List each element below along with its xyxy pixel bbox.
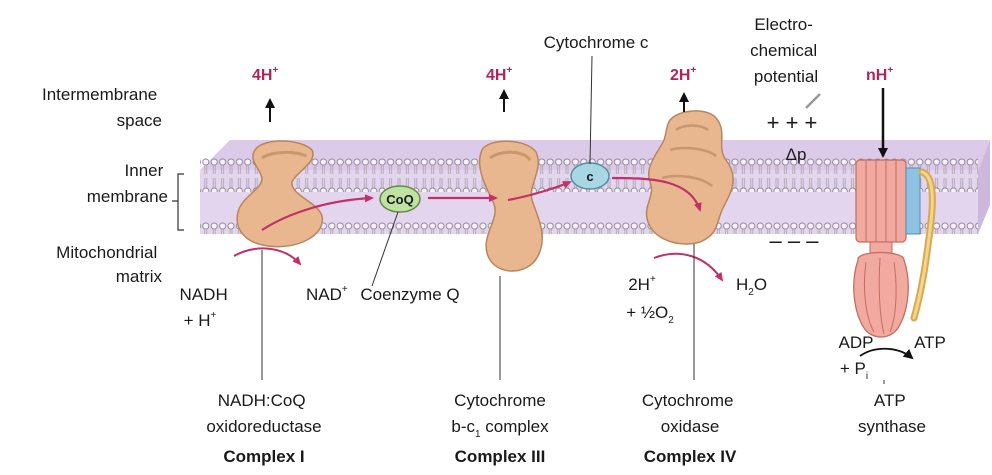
delta-p-label: Δp [786,145,807,164]
electron-arrow-c3-to-cytc [507,180,572,202]
adp-label: ADP [839,333,874,352]
coenzyme-q-leader [371,211,399,287]
cytochrome-c-leader [589,55,593,165]
complex-iv-protein [645,110,734,245]
oxygen-label: + ½O2 [626,303,674,326]
phosphate-label: + Pi [840,359,868,382]
atp-formation-arrow [859,347,914,360]
complex-iii-name: Cytochrome [454,391,546,410]
complex-i-protein [236,140,323,248]
complex-iii-label: Complex III [455,447,546,466]
atp-synthase-protein [853,159,936,338]
membrane-right-edge [978,140,990,234]
cytochrome-c-carrier: c [570,162,610,190]
cytc-label: c [586,169,593,184]
synthase-rotor [855,159,907,243]
electron-arrow-cytc-to-c4 [611,176,702,212]
membrane-bracket [172,173,184,231]
coq-carrier: CoQ [379,185,421,213]
atp-label: ATP [914,333,946,352]
potential-plus-signs: + + + [767,110,818,135]
electron-arrow-c1-to-coq [261,194,374,231]
complex-iii-protein [478,140,543,272]
complex-i-label: Complex I [223,447,304,466]
coenzyme-q-label: Coenzyme Q [360,285,459,304]
potential-minus-signs: – – – [770,228,820,253]
potential-leader [805,93,821,109]
complex-iv-label: Complex IV [644,447,737,466]
inner-membrane-label: Inner membrane [87,161,168,206]
water-formation-arrow [653,252,724,282]
cytochrome-c-label: Cytochrome c [544,33,649,52]
synthase-blue-subunit [905,167,921,235]
nadh-label: NADH + H+ [180,285,233,330]
proton-label-c3: 4H+ [486,65,512,84]
synthase-head [853,251,909,338]
atp-synthase-name: ATP synthase [858,391,926,436]
nad-label: NAD+ [306,284,348,304]
intermembrane-space-label: Intermembrane space [42,85,162,130]
mitochondrial-matrix-label: Mitochondrial matrix [56,243,162,286]
electrochemical-potential-label: Electro- chemical potential [750,15,822,86]
proton-label-synthase: nH+ [866,65,893,84]
complex-iv-name: Cytochrome oxidase [642,391,738,436]
nadh-oxidation-arrow [233,247,302,266]
proton-label-c4: 2H+ [670,65,696,84]
complex-iii-name-line2: b-c1 complex [451,417,549,440]
coq-label: CoQ [386,192,413,207]
oxygen-reaction-label: 2H+ [628,274,656,294]
proton-label-c1: 4H+ [252,65,278,84]
water-label: H2O [736,275,767,298]
complex-i-name: NADH:CoQ oxidoreductase [206,391,321,436]
